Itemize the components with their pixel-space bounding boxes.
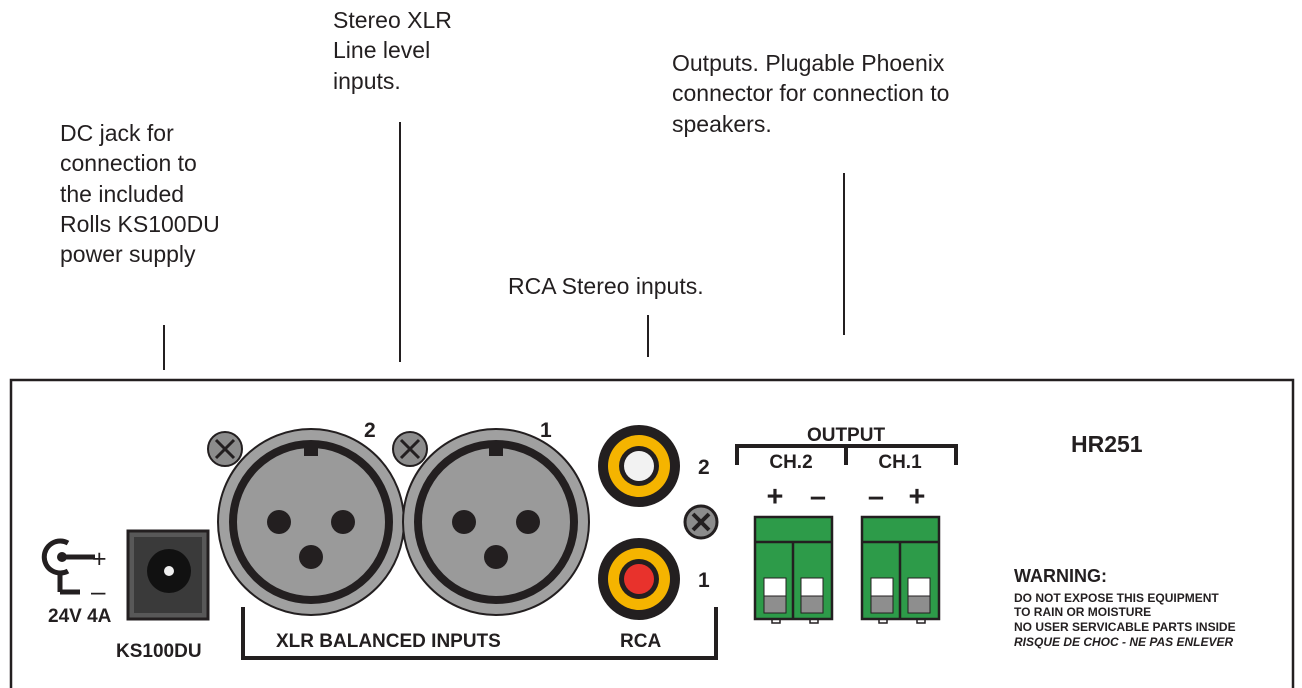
warning-line-1: DO NOT EXPOSE THIS EQUIPMENT xyxy=(1014,591,1219,605)
warning-title: WARNING: xyxy=(1014,566,1107,586)
xlr-2-screw-icon xyxy=(207,431,243,467)
power-rating: 24V 4A xyxy=(48,606,112,627)
output-ch1-connector[interactable] xyxy=(860,515,941,624)
dc-jack[interactable] xyxy=(126,529,210,621)
rca-input-2[interactable] xyxy=(598,425,680,507)
rca-section-label: RCA xyxy=(620,631,661,652)
ch1-label: CH.1 xyxy=(878,452,922,473)
ch2-minus: – xyxy=(810,481,826,513)
xlr-input-1[interactable] xyxy=(402,428,590,616)
output-bracket xyxy=(735,444,958,465)
dc-jack-label: KS100DU xyxy=(116,641,202,662)
xlr-1-screw-icon xyxy=(392,431,428,467)
ch2-label: CH.2 xyxy=(769,452,812,473)
leader-line-rca xyxy=(647,315,649,357)
xlr-input-2[interactable] xyxy=(217,428,405,616)
leader-line-dc-jack xyxy=(163,325,165,370)
dc-polarity-center-dot xyxy=(57,552,67,562)
leader-line-xlr xyxy=(399,122,401,362)
ch1-minus: – xyxy=(868,481,884,513)
polarity-plus: + xyxy=(92,545,107,573)
rca-2-number: 2 xyxy=(698,456,710,479)
xlr-1-number: 1 xyxy=(540,419,552,442)
callout-outputs: Outputs. Plugable Phoenix connector for … xyxy=(672,50,950,137)
model-name: HR251 xyxy=(1071,431,1143,457)
warning-line-3: NO USER SERVICABLE PARTS INSIDE xyxy=(1014,620,1236,634)
polarity-minus: – xyxy=(91,576,106,606)
rca-input-1[interactable] xyxy=(598,538,680,620)
callout-xlr-inputs: Stereo XLR Line level inputs. xyxy=(333,7,452,94)
ch1-plus: + xyxy=(909,481,926,513)
callout-dc-jack: DC jack for connection to the included R… xyxy=(60,120,220,268)
leader-line-outputs xyxy=(843,173,845,335)
callout-rca-inputs: RCA Stereo inputs. xyxy=(508,273,704,299)
ch2-plus: + xyxy=(767,481,784,513)
xlr-2-number: 2 xyxy=(364,419,376,442)
output-title: OUTPUT xyxy=(807,425,886,446)
inputs-bracket xyxy=(241,607,718,660)
output-ch2-connector[interactable] xyxy=(753,515,834,624)
warning-line-4: RISQUE DE CHOC - NE PAS ENLEVER xyxy=(1014,635,1233,649)
xlr-section-label: XLR BALANCED INPUTS xyxy=(276,631,501,652)
rca-screw-icon xyxy=(683,504,719,540)
rca-1-number: 1 xyxy=(698,569,710,592)
warning-line-2: TO RAIN OR MOISTURE xyxy=(1014,605,1151,619)
